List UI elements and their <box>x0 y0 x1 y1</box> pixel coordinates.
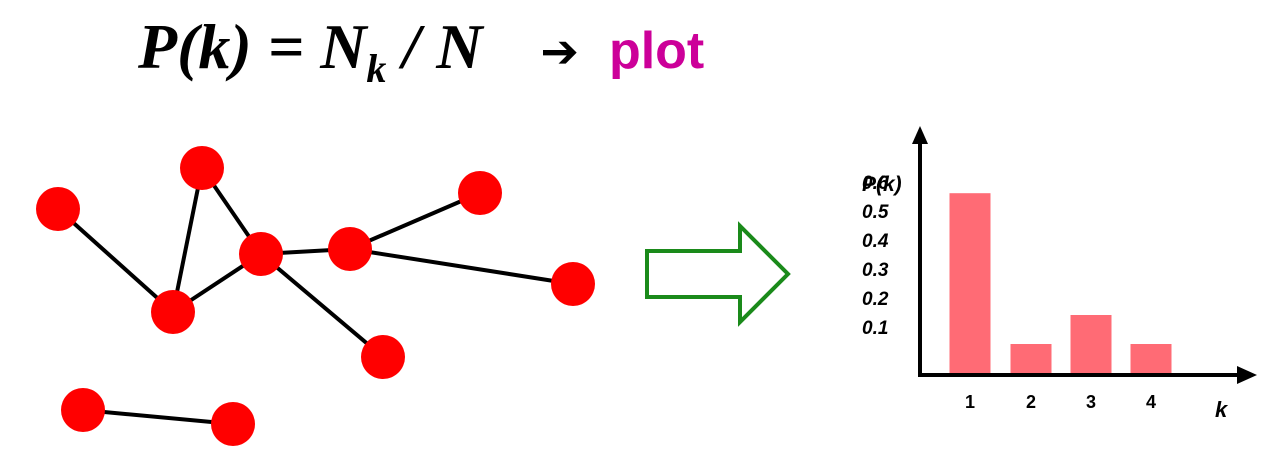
network-edge <box>349 247 574 286</box>
right-arrow-icon: ➔ <box>540 24 579 78</box>
bar <box>1130 344 1172 373</box>
network-node <box>361 335 405 379</box>
network-node <box>180 146 224 190</box>
x-tick-labels: 1 2 3 4 <box>965 392 1156 412</box>
x-tick-label: 2 <box>1026 392 1036 412</box>
network-nodes <box>36 146 595 446</box>
bar <box>949 193 991 373</box>
network-node <box>551 262 595 306</box>
x-axis-arrowhead <box>1237 366 1257 384</box>
x-tick-label: 1 <box>965 392 975 412</box>
y-axis-arrowhead <box>912 126 928 144</box>
network-edge <box>349 191 481 251</box>
formula-lhs: P(k) = N <box>138 11 367 82</box>
network-node <box>36 187 80 231</box>
formula-equation: P(k) = Nk / N <box>138 10 482 92</box>
network-node <box>239 232 283 276</box>
bar <box>1070 315 1112 373</box>
x-axis-label: k <box>1215 397 1229 422</box>
degree-distribution-chart: P(k) k 0.1 0.2 0.3 0.4 0.5 0.6 1 2 3 4 <box>862 126 1257 422</box>
network-edge <box>171 167 204 313</box>
y-tick-label: 0.6 <box>862 173 889 194</box>
network-node <box>458 171 502 215</box>
formula-plot-word: plot <box>608 22 705 80</box>
y-tick-label: 0.1 <box>862 318 888 339</box>
network-node <box>151 290 195 334</box>
y-tick-labels: 0.1 0.2 0.3 0.4 0.5 0.6 <box>862 173 889 339</box>
bar <box>1010 344 1052 373</box>
y-tick-label: 0.2 <box>862 289 889 310</box>
x-tick-label: 3 <box>1086 392 1096 412</box>
network-edge <box>56 207 175 314</box>
network-node <box>211 402 255 446</box>
network-node <box>328 227 372 271</box>
formula: P(k) = Nk / N ➔ plot <box>138 6 838 96</box>
transform-arrow-icon <box>645 221 791 327</box>
y-tick-label: 0.5 <box>862 202 889 223</box>
x-tick-label: 4 <box>1146 392 1156 412</box>
formula-rhs: / N <box>386 11 483 82</box>
network-edge <box>82 408 234 426</box>
y-tick-label: 0.3 <box>862 260 889 281</box>
formula-subscript: k <box>366 46 387 91</box>
chart-bars <box>949 193 1172 373</box>
y-axis-label: P(k) <box>862 173 902 196</box>
y-tick-label: 0.4 <box>862 231 889 252</box>
network-node <box>61 388 105 432</box>
network-edge <box>259 252 385 359</box>
